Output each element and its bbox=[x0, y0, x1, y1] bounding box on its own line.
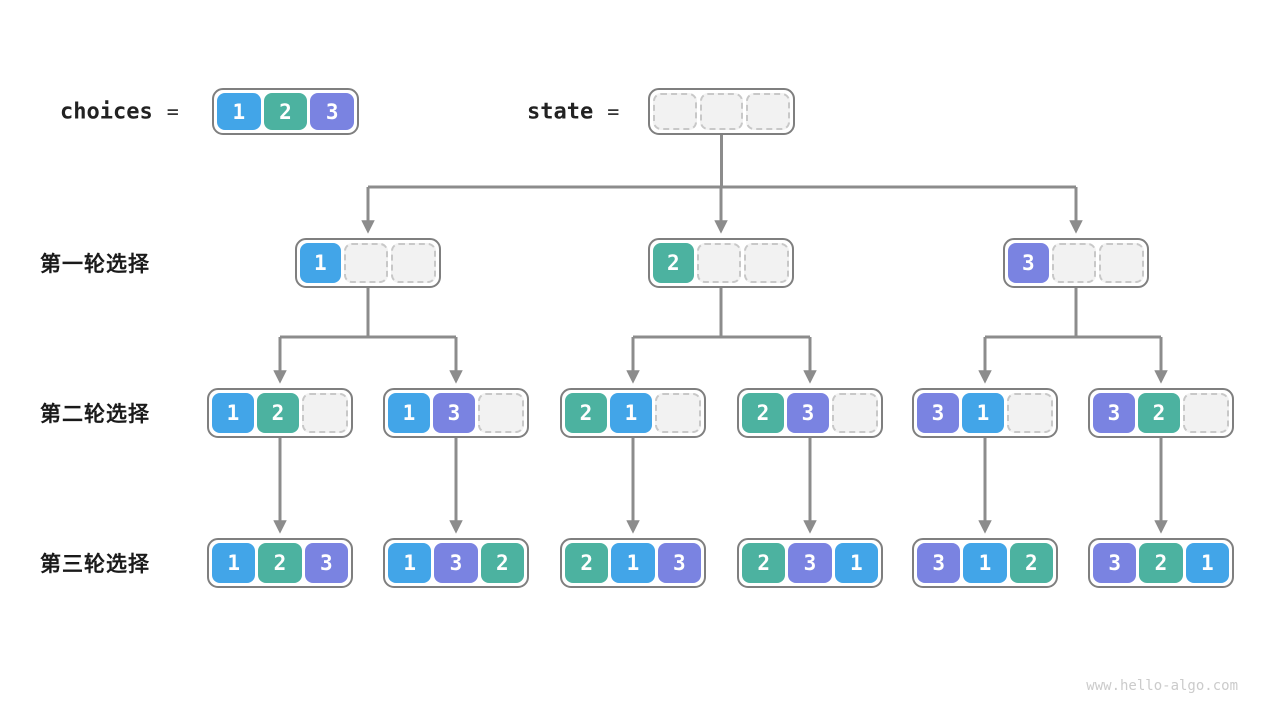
tile-1: 1 bbox=[212, 543, 256, 583]
tile-1: 1 bbox=[300, 243, 341, 283]
empty-slot bbox=[1183, 393, 1229, 433]
choices-label: choices = bbox=[60, 100, 179, 125]
tile-1: 1 bbox=[963, 543, 1007, 583]
tile-2: 2 bbox=[1009, 543, 1053, 583]
tile-2: 2 bbox=[480, 543, 524, 583]
tile-3: 3 bbox=[1093, 393, 1135, 433]
tile-1: 1 bbox=[212, 393, 254, 433]
state-node: 2 bbox=[648, 238, 794, 288]
state-node: 1 bbox=[295, 238, 441, 288]
empty-slot bbox=[1007, 393, 1053, 433]
tile-1: 1 bbox=[962, 393, 1004, 433]
tile-1: 1 bbox=[388, 393, 430, 433]
tile-1: 1 bbox=[611, 543, 655, 583]
tile-1: 1 bbox=[834, 543, 878, 583]
empty-slot bbox=[391, 243, 437, 283]
empty-slot bbox=[478, 393, 524, 433]
tile-1: 1 bbox=[388, 543, 432, 583]
tile-1: 1 bbox=[1185, 543, 1229, 583]
empty-slot bbox=[744, 243, 790, 283]
empty-slot bbox=[696, 243, 742, 283]
tile-2: 2 bbox=[742, 393, 784, 433]
tile-1: 1 bbox=[610, 393, 652, 433]
empty-slot bbox=[832, 393, 878, 433]
tile-2: 2 bbox=[653, 243, 694, 283]
empty-slot bbox=[699, 93, 744, 130]
state-label: state = bbox=[527, 100, 619, 125]
watermark: www.hello-algo.com bbox=[1086, 678, 1238, 694]
tile-2: 2 bbox=[565, 393, 607, 433]
tile-2: 2 bbox=[1138, 393, 1180, 433]
tile-3: 3 bbox=[433, 393, 475, 433]
empty-slot bbox=[1099, 243, 1145, 283]
state-node: 3 bbox=[1003, 238, 1149, 288]
row-label-2: 第二轮选择 bbox=[40, 402, 150, 426]
tile-3: 3 bbox=[787, 393, 829, 433]
tile-3: 3 bbox=[657, 543, 701, 583]
row-label-1: 第一轮选择 bbox=[40, 252, 150, 276]
tile-2: 2 bbox=[258, 543, 302, 583]
state-label-text: state bbox=[527, 99, 594, 125]
equals-sign: = bbox=[607, 99, 620, 124]
empty-slot bbox=[343, 243, 389, 283]
empty-slot bbox=[302, 393, 348, 433]
tile-3: 3 bbox=[1093, 543, 1137, 583]
tile-2: 2 bbox=[263, 93, 308, 130]
tile-3: 3 bbox=[310, 93, 355, 130]
row-label-3: 第三轮选择 bbox=[40, 552, 150, 576]
empty-slot bbox=[653, 93, 697, 130]
tile-3: 3 bbox=[434, 543, 478, 583]
empty-slot bbox=[1051, 243, 1097, 283]
tile-2: 2 bbox=[1139, 543, 1183, 583]
equals-sign: = bbox=[166, 99, 179, 124]
empty-slot bbox=[746, 93, 791, 130]
choices-label-text: choices bbox=[60, 99, 153, 125]
tile-3: 3 bbox=[917, 543, 961, 583]
tile-2: 2 bbox=[257, 393, 299, 433]
empty-slot bbox=[655, 393, 701, 433]
tile-2: 2 bbox=[565, 543, 609, 583]
tile-1: 1 bbox=[217, 93, 261, 130]
tile-3: 3 bbox=[788, 543, 832, 583]
tile-3: 3 bbox=[917, 393, 959, 433]
state-array bbox=[648, 88, 795, 135]
tile-3: 3 bbox=[1008, 243, 1049, 283]
tile-3: 3 bbox=[304, 543, 348, 583]
tile-2: 2 bbox=[742, 543, 786, 583]
